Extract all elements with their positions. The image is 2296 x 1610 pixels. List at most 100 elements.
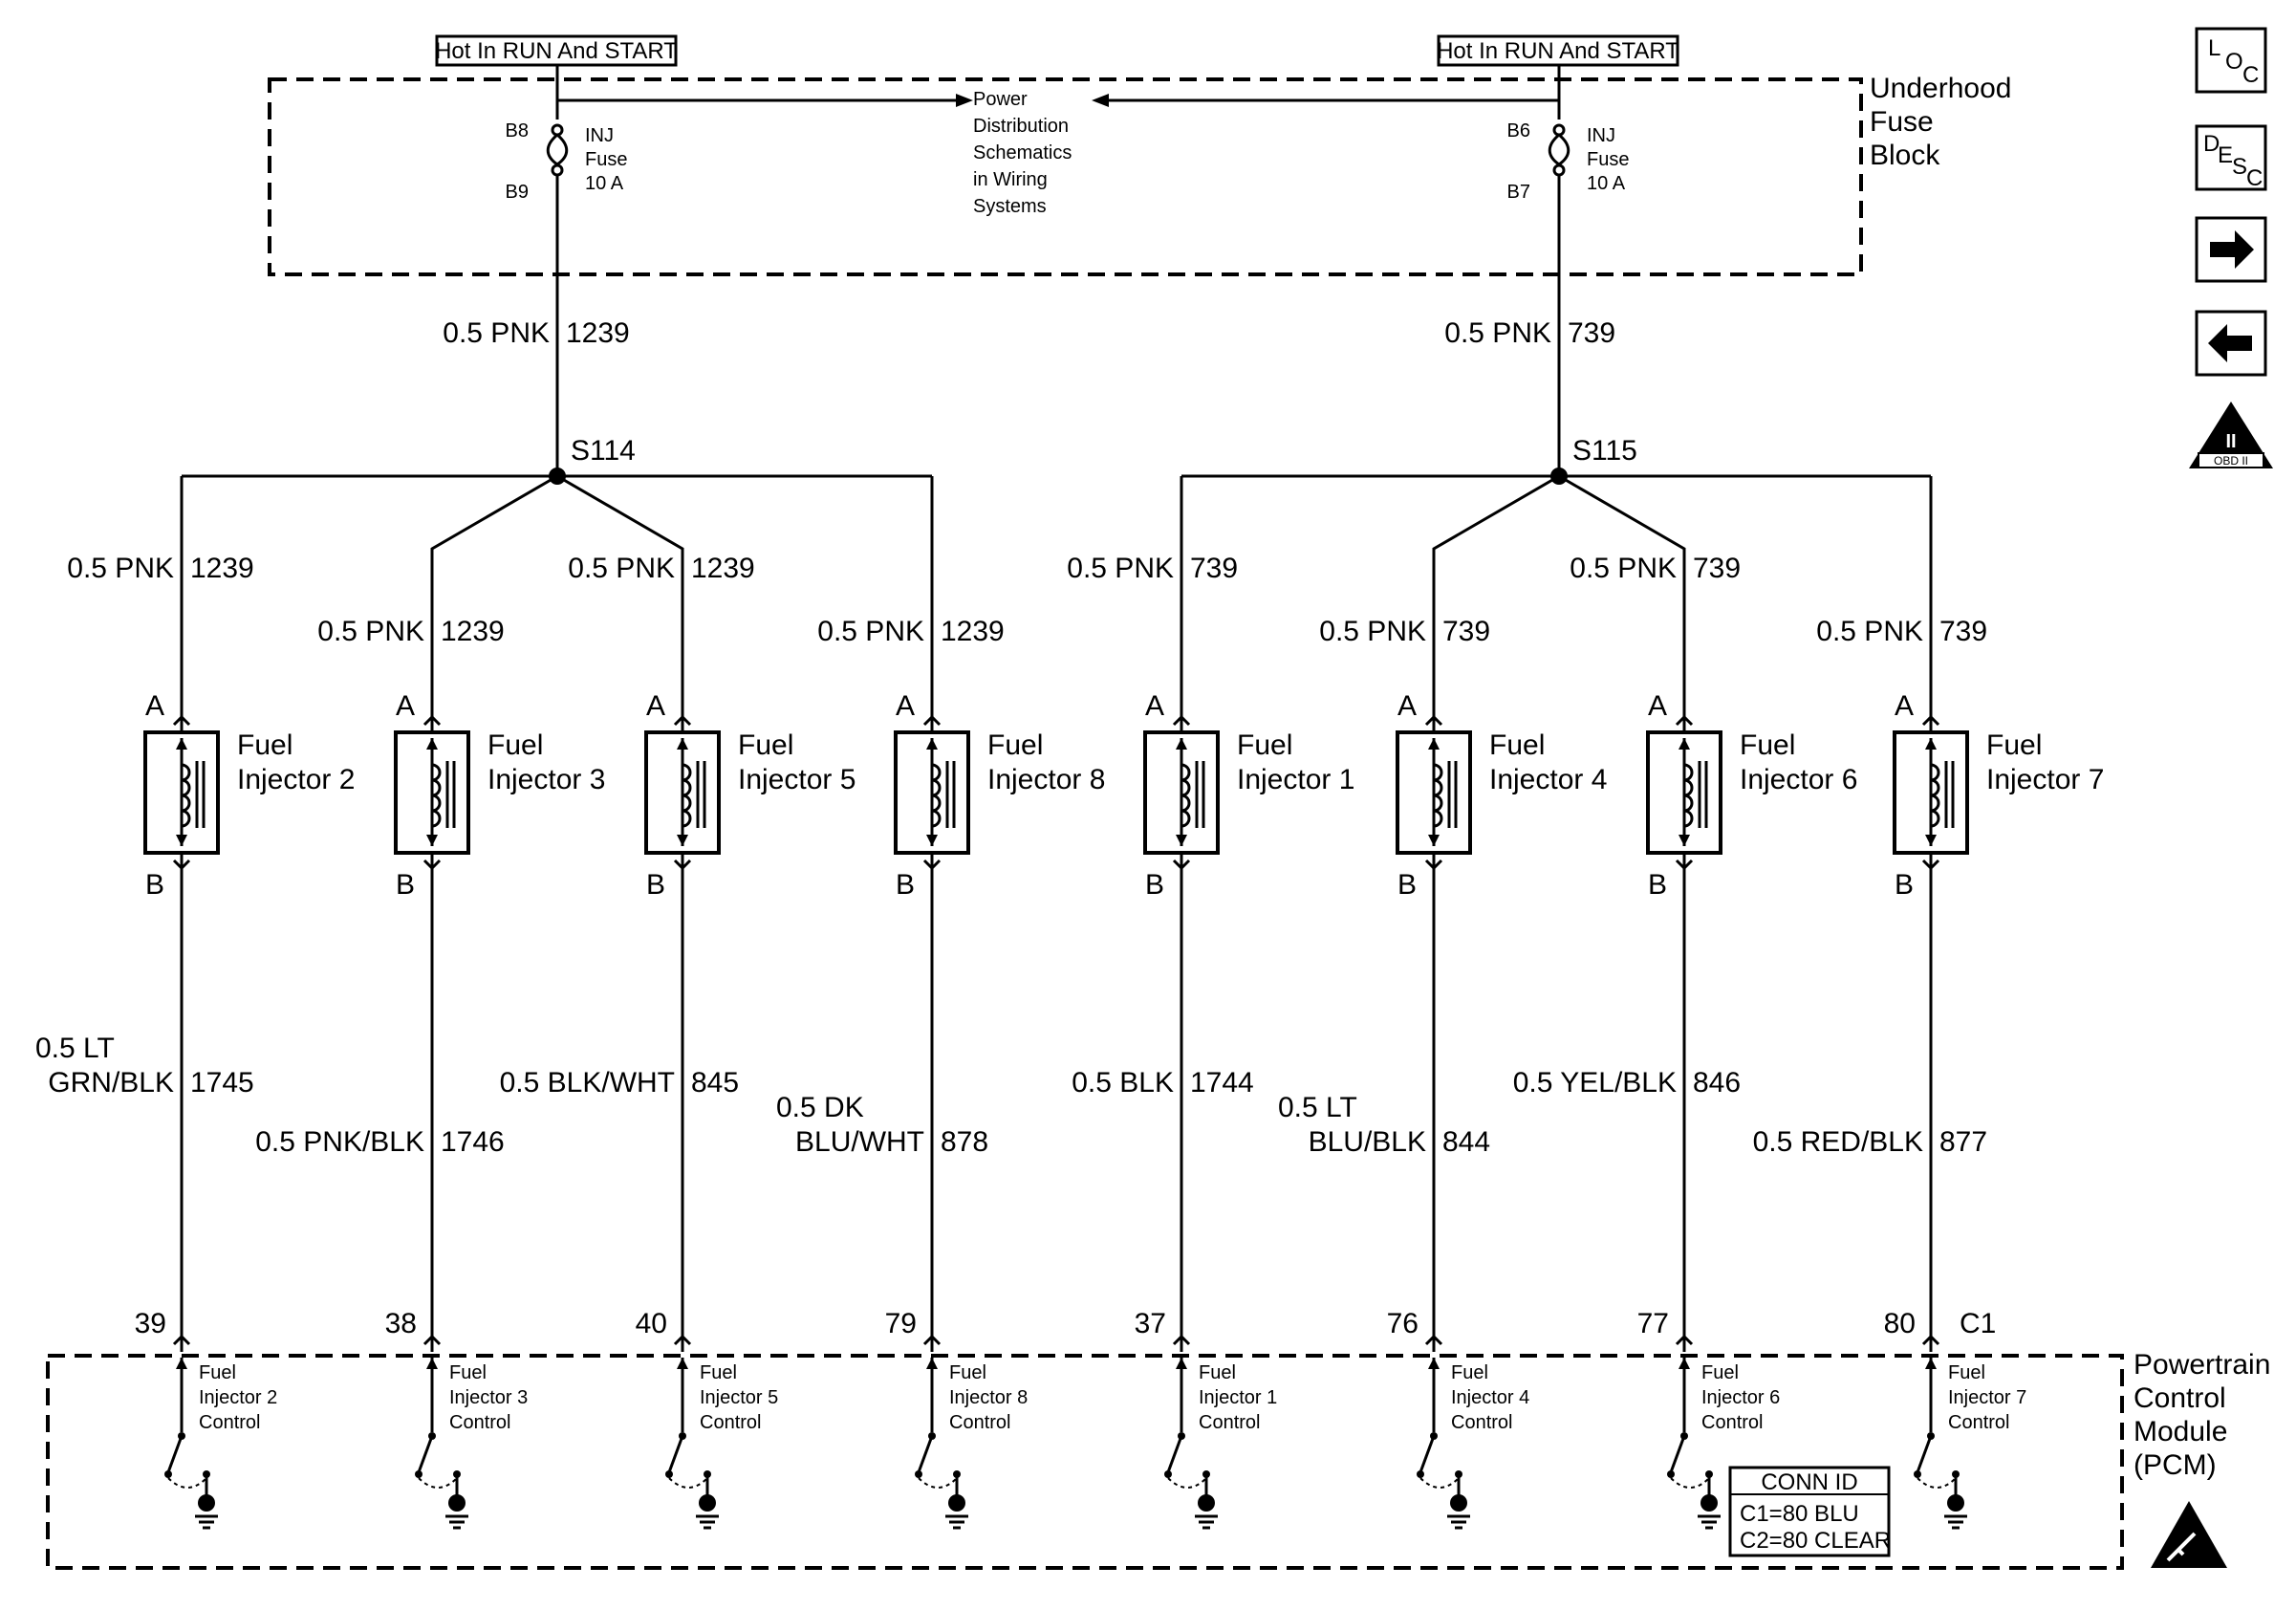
supply-circuit-number: 1239 [941, 616, 1005, 647]
pin-a-label: A [1648, 690, 1667, 722]
fuse-block-name-line3: Block [1870, 140, 1940, 171]
pcm-control-label-line3: Control [199, 1412, 260, 1433]
hot-in-run-left-label: Hot In RUN And START [435, 38, 678, 64]
fuse-right-label-3: 10 A [1587, 173, 1626, 194]
pcm-driver [1417, 1358, 1470, 1530]
pin-a-label: A [1895, 690, 1914, 722]
pcm-control-label-line1: Fuel [449, 1362, 487, 1383]
ground-icon [1947, 1494, 1964, 1512]
fuel-injector [394, 730, 470, 855]
pcm-driver [915, 1358, 968, 1530]
supply-wire-color: 0.5 PNK [1570, 553, 1677, 584]
pcm-control-label-line3: Control [700, 1412, 761, 1433]
pcm-pin-number: 39 [135, 1308, 166, 1339]
pcm-control-label-line1: Fuel [199, 1362, 236, 1383]
fuse-left-label-3: 10 A [585, 173, 624, 194]
left-arrow-icon [2208, 324, 2252, 362]
ctrl-circuit-number: 846 [1693, 1067, 1741, 1099]
coil-icon [181, 763, 191, 828]
pcm-control-label-line3: Control [1451, 1412, 1512, 1433]
ground-icon [1450, 1494, 1467, 1512]
fuse-left: B8 B9 INJ Fuse 10 A 0.5 PNK 1239 [443, 65, 973, 475]
feed-right-size-color: 0.5 PNK [1444, 317, 1551, 349]
nav-back-button[interactable] [2195, 310, 2267, 377]
ctrl-circuit-number: 1744 [1190, 1067, 1254, 1099]
power-dist-line-5: Systems [973, 196, 1047, 217]
injector-label-line2: Injector 8 [987, 764, 1105, 795]
supply-circuit-number: 739 [1190, 553, 1238, 584]
ground-icon [1198, 1494, 1215, 1512]
supply-circuit-number: 1239 [691, 553, 755, 584]
pcm-control-label-line1: Fuel [1451, 1362, 1488, 1383]
coil-icon [682, 763, 692, 828]
injector-label-line2: Injector 1 [1237, 764, 1354, 795]
injector-label-line1: Fuel [1237, 729, 1292, 761]
pin-a-label: A [1397, 690, 1417, 722]
underhood-fuse-block: Underhood Fuse Block [268, 73, 2011, 276]
pin-b-label: B [646, 869, 665, 901]
fuel-injector [1143, 730, 1220, 855]
power-dist-arrow-right [1092, 94, 1109, 107]
obd-warning-icon [2189, 402, 2273, 468]
pin-b-label: B [1895, 869, 1914, 901]
nav-obd-button[interactable]: II OBD II [2189, 402, 2273, 468]
pcm-driver [1914, 1358, 1967, 1530]
pcm-pin-number: 40 [636, 1308, 667, 1339]
injector-label-line2: Injector 2 [237, 764, 355, 795]
pcm-control-label-line3: Control [1199, 1412, 1260, 1433]
supply-wire-color: 0.5 PNK [1319, 616, 1426, 647]
fuse-left-label-1: INJ [585, 125, 614, 146]
ctrl-wire-color-line2: GRN/BLK [48, 1067, 174, 1099]
supply-circuit-number: 739 [1442, 616, 1490, 647]
ground-icon [699, 1494, 716, 1512]
injector-label-line1: Fuel [987, 729, 1043, 761]
pcm-control-label-line3: Control [1701, 1412, 1763, 1433]
coil-icon [931, 763, 942, 828]
coil-icon [1930, 763, 1940, 828]
feed-left-circuit: 1239 [566, 317, 630, 349]
nav-loc-button[interactable]: L O C [2195, 27, 2267, 94]
pcm-control-label-line2: Injector 2 [199, 1387, 277, 1408]
coil-icon [1433, 763, 1443, 828]
supply-wire-color: 0.5 PNK [817, 616, 924, 647]
nav-loc-o: O [2225, 49, 2243, 75]
pin-b-label: B [396, 869, 415, 901]
pin-b-label: B [145, 869, 164, 901]
ctrl-wire-color-line2: BLU/WHT [795, 1126, 924, 1158]
supply-wire-color: 0.5 PNK [568, 553, 675, 584]
pin-a-label: A [396, 690, 415, 722]
injector-label-line2: Injector 7 [1986, 764, 2104, 795]
nav-desc-button[interactable]: D E S C [2195, 124, 2267, 191]
ctrl-wire-color-line1: 0.5 LT [35, 1033, 115, 1064]
conn-id-c1: C1=80 BLU [1740, 1501, 1859, 1527]
pcm-name-line4: (PCM) [2134, 1449, 2217, 1481]
nav-loc-l: L [2208, 35, 2220, 61]
hot-in-run-right: Hot In RUN And START [1437, 34, 1679, 67]
pcm-pin-number: 79 [885, 1308, 917, 1339]
pin-a-label: A [646, 690, 665, 722]
supply-wire-color: 0.5 PNK [1816, 616, 1923, 647]
fuel-injector [143, 730, 220, 855]
feed-left-size-color: 0.5 PNK [443, 317, 550, 349]
nav-forward-button[interactable] [2195, 216, 2267, 283]
splice-s115-label: S115 [1572, 435, 1637, 467]
power-dist-line-2: Distribution [973, 116, 1069, 137]
power-dist-line-3: Schematics [973, 142, 1072, 163]
fuel-injector [894, 730, 970, 855]
injector-label-line1: Fuel [237, 729, 292, 761]
nav-desc-s: S [2232, 154, 2247, 180]
pcm-driver [1164, 1358, 1218, 1530]
right-arrow-icon [2210, 230, 2254, 269]
ctrl-circuit-number: 845 [691, 1067, 739, 1099]
splice-s115: S115 [1180, 435, 1933, 717]
supply-wire-color: 0.5 PNK [317, 616, 424, 647]
obd-label: OBD II [2214, 454, 2248, 468]
fuse-block-name-line2: Fuse [1870, 106, 1934, 138]
power-dist-line-1: Power [973, 89, 1028, 110]
pcm-pin-number: 38 [385, 1308, 417, 1339]
